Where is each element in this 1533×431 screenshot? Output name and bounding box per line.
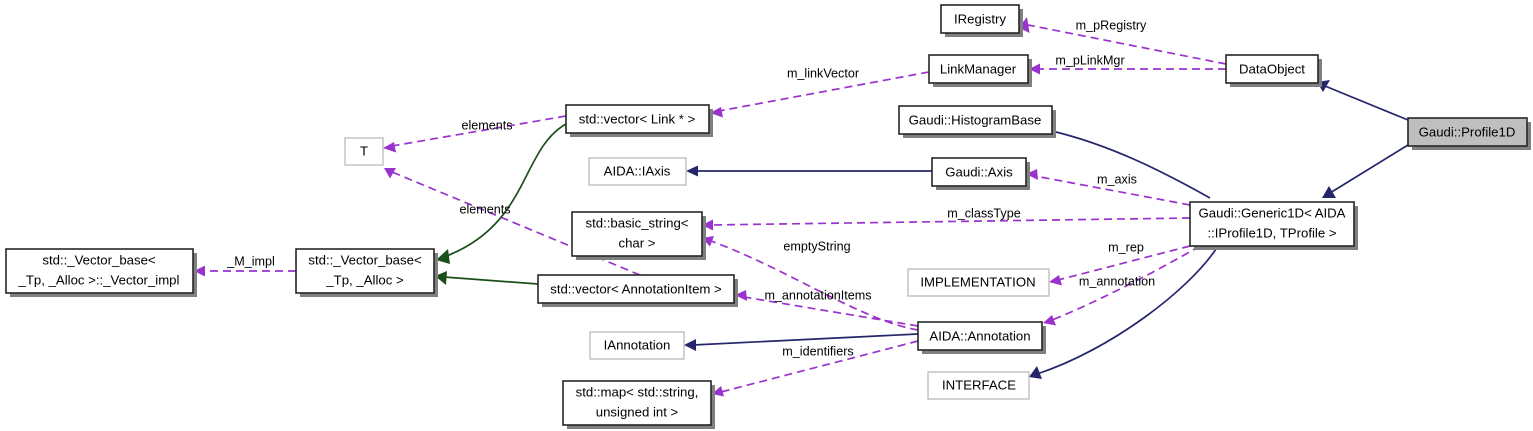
edge-inherit-vector-link — [436, 123, 567, 264]
node-basic-string[interactable]: std::basic_string< char > — [571, 211, 706, 260]
nodes-layer: IRegistry LinkManager DataObject Gaudi::… — [5, 4, 1531, 429]
edge-label-emptyString: emptyString — [783, 239, 850, 253]
edge-inherit-annotation-iannotation — [684, 333, 919, 351]
node-gaudi-profile1d[interactable]: Gaudi::Profile1D — [1407, 117, 1531, 150]
node-label-gaudi-profile1d: Gaudi::Profile1D — [1419, 124, 1516, 139]
node-label-linkmanager: LinkManager — [940, 61, 1017, 76]
node-label-iregistry: IRegistry — [954, 11, 1006, 26]
edge-m-pRegistry — [1019, 17, 1227, 65]
node-vector-base[interactable]: std::_Vector_base< _Tp, _Alloc > — [295, 248, 438, 297]
node-label-basic-string-line1: std::basic_string< — [586, 215, 689, 230]
edge-inherit-generic1d-interface — [1029, 245, 1219, 379]
node-label-gaudi-axis: Gaudi::Axis — [945, 164, 1013, 179]
edge-m-axis — [1026, 169, 1191, 206]
edge-label-elements-top: elements — [461, 118, 512, 132]
node-label-basic-string-line2: char > — [618, 235, 655, 250]
edge-label-M-impl: _M_impl — [226, 254, 275, 268]
node-gaudi-histogrambase[interactable]: Gaudi::HistogramBase — [898, 105, 1056, 138]
node-gaudi-generic1d[interactable]: Gaudi::Generic1D< AIDA ::IProfile1D, TPr… — [1189, 201, 1358, 250]
edge-label-m-pLinkMgr: m_pLinkMgr — [1055, 53, 1124, 67]
edge-M-impl — [194, 265, 296, 277]
node-label-map-string-uint-line2: unsigned int > — [596, 404, 679, 419]
node-label-iannotation: IAnnotation — [604, 337, 671, 352]
node-aida-iaxis[interactable]: AIDA::IAxis — [588, 157, 687, 186]
node-label-gaudi-generic1d-line2: ::IProfile1D, TProfile > — [1207, 225, 1336, 240]
edge-m-annotation — [1043, 245, 1201, 326]
edge-inherit-axis-iaxis — [686, 165, 932, 177]
node-linkmanager[interactable]: LinkManager — [928, 54, 1032, 87]
edge-elements-top — [383, 115, 567, 153]
edge-label-m-linkVector: m_linkVector — [787, 66, 859, 80]
node-label-vector-annotationitem: std::vector< AnnotationItem > — [550, 281, 722, 296]
node-label-t: T — [360, 143, 368, 158]
edge-m-pLinkMgr — [1029, 63, 1226, 75]
node-label-gaudi-generic1d-line1: Gaudi::Generic1D< AIDA — [1199, 205, 1346, 220]
node-vector-annotationitem[interactable]: std::vector< AnnotationItem > — [537, 274, 738, 307]
node-label-map-string-uint-line1: std::map< std::string, — [576, 384, 699, 399]
node-label-vector-impl-line2: _Tp, _Alloc >::_Vector_impl — [18, 272, 180, 287]
node-map-string-uint[interactable]: std::map< std::string, unsigned int > — [562, 380, 715, 429]
edge-inherit-generic1d-histogrambase — [1043, 125, 1211, 199]
edge-label-m-pRegistry: m_pRegistry — [1076, 18, 1147, 32]
edges-layer — [194, 17, 1409, 397]
edge-label-m-identifiers: m_identifiers — [782, 344, 853, 358]
node-label-interface: INTERFACE — [942, 377, 1016, 392]
edge-inherit-profile-dataobject — [1317, 80, 1409, 121]
edge-labels-layer: m_pRegistry m_pLinkMgr m_linkVector elem… — [226, 18, 1155, 358]
edge-label-m-rep: m_rep — [1108, 240, 1144, 254]
node-label-dataobject: DataObject — [1239, 61, 1305, 76]
node-label-aida-iaxis: AIDA::IAxis — [604, 163, 671, 178]
edge-m-annotationItems — [735, 290, 919, 327]
edge-inherit-profile-generic1d — [1322, 144, 1409, 198]
node-iregistry[interactable]: IRegistry — [940, 4, 1023, 37]
node-label-gaudi-histogrambase: Gaudi::HistogramBase — [909, 112, 1042, 127]
node-aida-annotation[interactable]: AIDA::Annotation — [917, 321, 1046, 354]
node-gaudi-axis[interactable]: Gaudi::Axis — [931, 157, 1030, 190]
edge-label-m-classType: m_classType — [947, 206, 1021, 220]
edge-label-m-annotation: m_annotation — [1079, 274, 1155, 288]
node-label-implementation: IMPLEMENTATION — [920, 274, 1035, 289]
node-label-aida-annotation: AIDA::Annotation — [929, 328, 1030, 343]
node-iannotation[interactable]: IAnnotation — [589, 331, 685, 360]
node-implementation[interactable]: IMPLEMENTATION — [907, 268, 1050, 297]
node-dataobject[interactable]: DataObject — [1225, 54, 1322, 87]
edge-m-rep — [1049, 245, 1191, 286]
node-label-vector-base-line2: _Tp, _Alloc > — [325, 272, 404, 287]
node-vector-impl[interactable]: std::_Vector_base< _Tp, _Alloc >::_Vecto… — [5, 248, 197, 297]
edge-m-classType — [702, 217, 1191, 231]
node-t[interactable]: T — [344, 137, 384, 166]
edge-label-m-axis: m_axis — [1097, 172, 1137, 186]
node-vector-link[interactable]: std::vector< Link * > — [565, 104, 713, 137]
node-interface[interactable]: INTERFACE — [927, 371, 1030, 400]
node-label-vector-base-line1: std::_Vector_base< — [308, 252, 422, 267]
node-label-vector-link: std::vector< Link * > — [579, 111, 696, 126]
edge-label-elements-bottom: elements — [459, 202, 510, 216]
node-label-vector-impl-line1: std::_Vector_base< — [42, 252, 156, 267]
edge-label-m-annotationItems: m_annotationItems — [764, 288, 871, 302]
edge-inherit-vector-annotation — [435, 271, 539, 285]
edge-m-linkVector — [710, 71, 930, 118]
